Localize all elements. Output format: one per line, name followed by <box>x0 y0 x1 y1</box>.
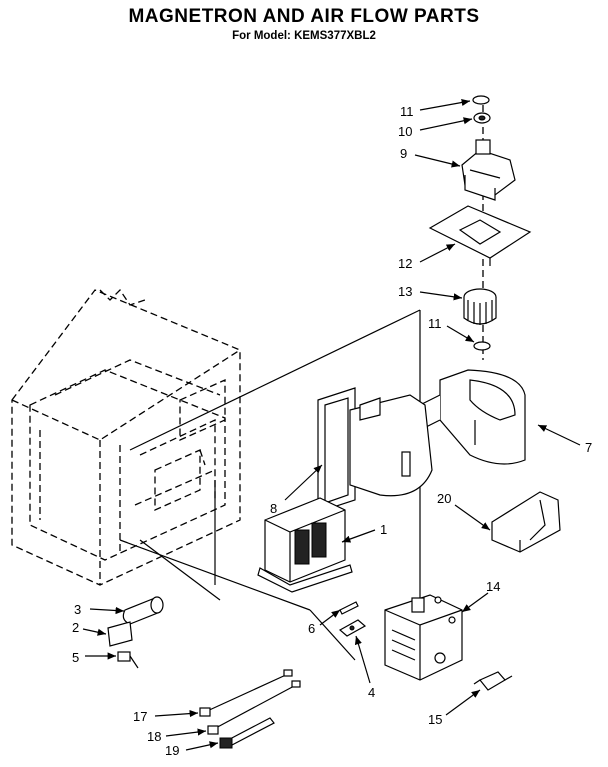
part-7-air-duct <box>419 369 526 465</box>
callout-2: 2 <box>72 620 79 635</box>
part-9-fan-motor <box>461 139 516 201</box>
part-10-nut <box>473 112 491 124</box>
part-8-waveguide-gasket <box>317 387 433 513</box>
callout-leaders <box>82 98 581 751</box>
part-13-fan-blade <box>463 288 497 325</box>
callout-1: 1 <box>380 522 387 537</box>
part-5-diode <box>117 651 139 669</box>
callout-3: 3 <box>74 602 81 617</box>
part-6-fuse <box>339 601 359 615</box>
part-19-wire <box>219 717 275 749</box>
page-title: MAGNETRON AND AIR FLOW PARTS <box>128 6 480 27</box>
callout-15: 15 <box>428 712 442 727</box>
callout-20: 20 <box>437 491 451 506</box>
callout-13: 13 <box>398 284 412 299</box>
part-4-fuse-holder <box>338 619 367 637</box>
part-20-bracket <box>491 491 561 553</box>
callout-4: 4 <box>368 685 375 700</box>
part-12-mounting-plate <box>428 205 532 266</box>
part-15-thermal-cutout <box>473 671 513 691</box>
callout-12: 12 <box>398 256 412 271</box>
callout-9: 9 <box>400 146 407 161</box>
cabinet-outline <box>11 288 241 586</box>
callout-8: 8 <box>270 501 277 516</box>
part-3-capacitor <box>122 596 164 625</box>
callout-19: 19 <box>165 743 179 758</box>
callout-11-top: 11 <box>400 104 414 119</box>
part-1-transformer <box>257 497 353 593</box>
part-11-washer-lower <box>473 341 491 351</box>
callout-6: 6 <box>308 621 315 636</box>
part-11-washer-top <box>472 95 490 105</box>
callout-5: 5 <box>72 650 79 665</box>
callout-17: 17 <box>133 709 147 724</box>
part-2-capacitor-bracket <box>107 621 133 647</box>
model-subtitle: For Model: KEMS377XBL2 <box>232 30 376 42</box>
callout-14: 14 <box>486 579 500 594</box>
callout-18: 18 <box>147 729 161 744</box>
callout-7: 7 <box>585 440 592 455</box>
callout-10: 10 <box>398 124 412 139</box>
part-14-magnetron <box>384 594 463 681</box>
callout-11-lower: 11 <box>428 316 442 331</box>
part-18-wire <box>207 680 301 735</box>
part-17-wire <box>199 669 293 717</box>
